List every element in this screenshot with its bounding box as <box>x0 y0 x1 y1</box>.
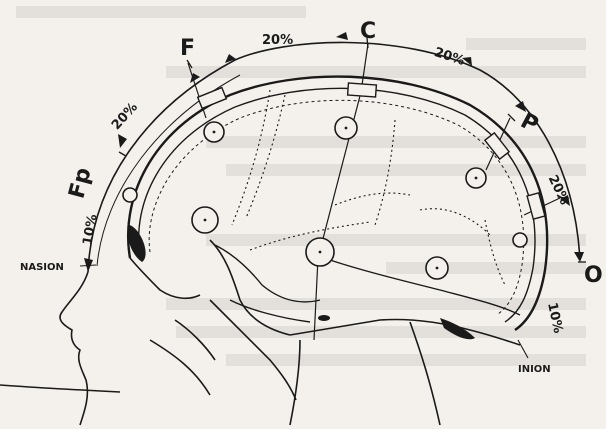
electrode-label-o: O <box>584 263 603 288</box>
percent-label-f-fp: 20% <box>109 100 141 133</box>
percent-label-p-c: 20% <box>432 45 466 69</box>
electrode-label-f: F <box>180 36 195 61</box>
landmark-label-inion: INION <box>518 364 551 375</box>
electrode-label-p: P <box>516 109 542 139</box>
percent-label-c-f: 20% <box>262 33 293 48</box>
percent-label-fp-nasion: 10% <box>80 213 100 246</box>
pituitary-mark <box>318 315 330 321</box>
skull-outline <box>128 77 547 330</box>
electrode-label-fp: Fp <box>65 165 97 201</box>
landmark-label-nasion: NASION <box>20 262 64 273</box>
nasion-pointer <box>80 265 96 266</box>
brain-sulci <box>232 90 505 285</box>
electrode-plates <box>198 83 545 219</box>
circle-centers <box>204 127 478 270</box>
brain-structures <box>215 245 520 322</box>
electrode-label-c: C <box>360 19 376 44</box>
